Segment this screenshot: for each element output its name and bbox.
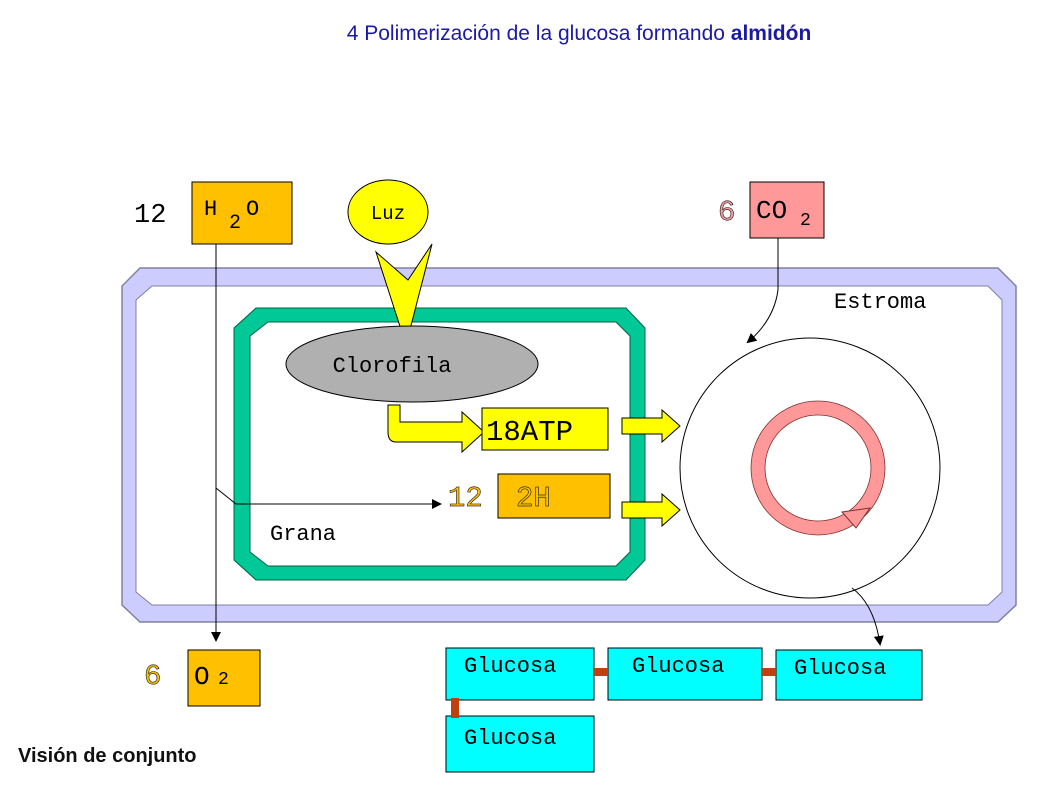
- glucose-label-1: Glucosa: [464, 654, 556, 679]
- water-subscript: 2: [229, 212, 241, 235]
- water-coefficient: 12: [134, 201, 166, 231]
- overview-label: Visión de conjunto: [18, 745, 197, 767]
- page-title: 4 Polimerización de la glucosa formando …: [346, 22, 812, 45]
- grana-label: Grana: [270, 522, 336, 547]
- water-suffix: O: [246, 197, 259, 222]
- glucose-box-3: [775, 649, 923, 701]
- calvin-cycle-circle: [679, 337, 941, 599]
- cycle-arrowhead: [841, 507, 872, 529]
- water-input: [191, 181, 293, 245]
- co2-box: [749, 181, 825, 239]
- oxygen-box: [187, 649, 261, 707]
- title-emphasis: almidón: [730, 22, 812, 45]
- light-source: [347, 179, 429, 245]
- calvin-cycle-ring: [750, 400, 886, 536]
- hydrogen-to-cycle-arrow: [621, 492, 681, 528]
- atp-to-cycle-arrow: [621, 408, 681, 444]
- water-to-hydrogen-line: [215, 487, 442, 509]
- glucose-box-4: [445, 715, 595, 773]
- co2-formula: CO: [756, 196, 787, 226]
- chlorophyll-to-atp-arrow: [387, 404, 485, 454]
- oxygen-coefficient: 6: [144, 660, 161, 693]
- cycle-to-glucose-line: [851, 587, 884, 646]
- co2-to-cycle-line: [746, 238, 779, 344]
- stroma-label: Estroma: [834, 290, 926, 315]
- water-formula: H: [204, 197, 217, 222]
- light-arrow: [374, 243, 433, 347]
- glucose-label-2: Glucosa: [632, 654, 724, 679]
- co2-subscript: 2: [800, 211, 811, 231]
- oxygen-subscript: 2: [218, 670, 229, 690]
- atp-box: [481, 407, 609, 451]
- chlorophyll-label: Clorofila: [333, 354, 452, 379]
- hydrogen-label: 2H: [516, 482, 551, 515]
- glucose-label-3: Glucosa: [794, 656, 886, 681]
- glucose-label-4: Glucosa: [464, 726, 556, 751]
- hydrogen-coefficient: 12: [448, 482, 483, 515]
- glycosidic-bond-3: [451, 698, 459, 718]
- light-label: Luz: [371, 203, 405, 225]
- atp-label: 18ATP: [486, 416, 573, 449]
- co2-coefficient: 6: [718, 196, 735, 229]
- glycosidic-bond-2: [762, 668, 776, 676]
- oxygen-formula: O: [194, 662, 210, 692]
- chlorophyll: [285, 325, 539, 403]
- hydrogen-box: [497, 473, 611, 519]
- glycosidic-bond-1: [594, 668, 608, 676]
